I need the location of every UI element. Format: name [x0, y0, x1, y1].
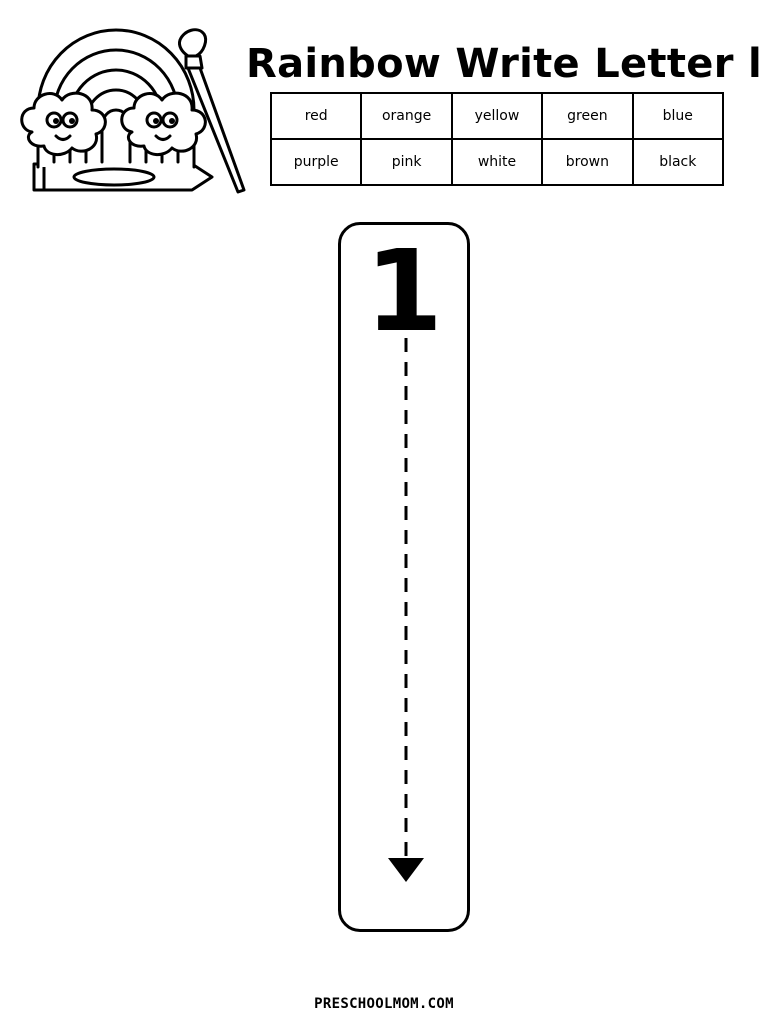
color-cell-purple: purple	[269, 138, 363, 186]
color-cell-red: red	[269, 92, 363, 140]
arrow-down-icon	[388, 858, 424, 882]
color-cell-black: black	[631, 138, 725, 186]
tracing-guide[interactable]: 1	[338, 222, 470, 932]
cloud-right-icon	[120, 91, 207, 156]
color-cell-orange: orange	[360, 92, 453, 140]
cloud-left-icon	[20, 91, 107, 156]
color-key-table: red orange yellow green blue purple pink…	[269, 92, 725, 186]
crayon-icon	[32, 162, 214, 192]
color-cell-brown: brown	[541, 138, 634, 186]
paintbrush-icon	[178, 28, 246, 194]
stroke-number-one: 1	[365, 227, 443, 357]
footer-site: PRESCHOOLMOM.COM	[314, 996, 454, 1012]
color-cell-green: green	[541, 92, 634, 140]
color-cell-yellow: yellow	[450, 92, 544, 140]
table-row: purple pink white brown black	[269, 138, 725, 186]
page-title: Rainbow Write Letter l	[246, 41, 762, 87]
color-cell-pink: pink	[360, 138, 453, 186]
tracing-box	[338, 222, 470, 932]
rainbow-clipart-icon	[20, 28, 246, 194]
color-cell-white: white	[450, 138, 544, 186]
table-row: red orange yellow green blue	[269, 92, 725, 140]
color-cell-blue: blue	[631, 92, 725, 140]
